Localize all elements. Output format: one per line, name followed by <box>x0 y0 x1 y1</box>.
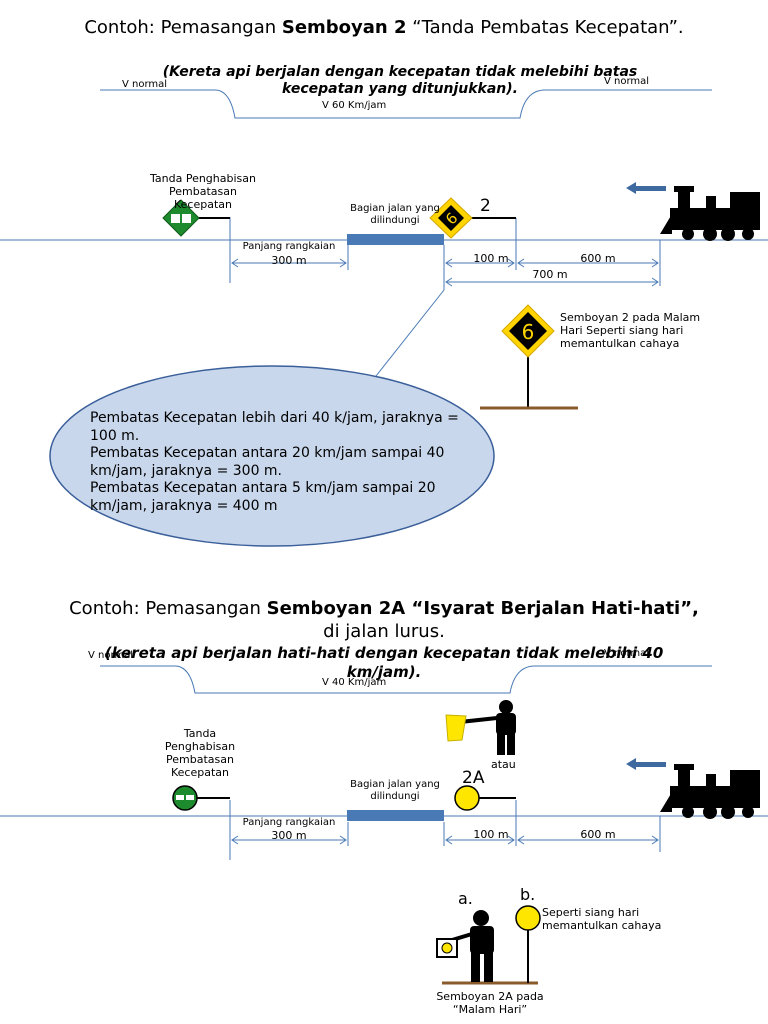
green-disc-sign-icon <box>172 785 230 811</box>
train-length-label: Panjang rangkaian <box>242 241 336 252</box>
end-sign-label: Tanda Penghabisan Pembatasan Kecepatan <box>150 172 256 211</box>
v-normal-left-label-2: V normal <box>88 650 134 661</box>
dist-700: 700 m <box>532 268 568 281</box>
protected-label-2: Bagian jalan yang dilindungi <box>350 779 440 802</box>
ellipse-line-1: Pembatas Kecepatan lebih dari 40 k/jam, … <box>90 410 459 444</box>
night-sign-digit: 6 <box>522 320 535 344</box>
ellipse-text: Pembatas Kecepatan lebih dari 40 k/jam, … <box>90 410 480 515</box>
v-normal-left-label: V normal <box>122 79 168 90</box>
sign-number-2: 2A <box>462 768 485 788</box>
speed-profile-1 <box>100 89 712 119</box>
green-sign-icon <box>162 199 230 237</box>
protected-block-1 <box>347 234 444 245</box>
flag-person-icon <box>445 700 516 755</box>
left-arrow-icon <box>626 182 666 194</box>
night-note: Semboyan 2 pada Malam Hari Seperti siang… <box>560 311 701 350</box>
dist-600: 600 m <box>580 252 616 265</box>
dist-300: 300 m <box>271 254 307 267</box>
left-arrow-icon-2 <box>626 758 666 770</box>
label-b: b. <box>520 885 536 904</box>
v-limit-label: V 60 Km/jam <box>322 100 387 111</box>
ellipse-line-3: Pembatas Kecepatan antara 5 km/jam sampa… <box>90 480 436 514</box>
lamp-person-icon <box>436 910 538 985</box>
train-icon <box>660 186 760 241</box>
protected-block-2 <box>347 810 444 821</box>
dist2-100: 100 m <box>473 828 509 841</box>
label-a: a. <box>458 889 473 908</box>
speed-profile-2 <box>100 665 712 694</box>
night-caption-2: Semboyan 2A pada “Malam Hari” <box>436 990 544 1016</box>
atau-label: atau <box>491 758 516 771</box>
yellow-disc-icon <box>454 785 516 811</box>
section2-subtitle: (kereta api berjalan hati-hati dengan ke… <box>104 644 664 681</box>
end-sign-label-2: Tanda Penghabisan Pembatasan Kecepatan <box>164 727 236 779</box>
v-limit-label-2: V 40 Km/jam <box>322 677 387 688</box>
dist2-600: 600 m <box>580 828 616 841</box>
section1-title: Contoh: Pemasangan Semboyan 2 “Tanda Pem… <box>84 17 684 38</box>
night-diamond-sign-icon: 6 <box>480 304 578 410</box>
v-normal-right-label: V normal <box>604 76 650 87</box>
section1-subtitle: (Kereta api berjalan dengan kecepatan ti… <box>162 64 638 97</box>
section2-title: Contoh: Pemasangan Semboyan 2A “Isyarat … <box>69 598 699 642</box>
v-normal-right-label-2: V normal <box>604 648 650 659</box>
night-yellow-disc-icon <box>515 905 541 983</box>
train-icon-2 <box>660 764 760 819</box>
info-ellipse <box>49 365 495 547</box>
dist2-300: 300 m <box>271 829 307 842</box>
ellipse-line-2: Pembatas Kecepatan antara 20 km/jam samp… <box>90 445 445 479</box>
diamond-sign-icon: 6 <box>429 197 516 239</box>
protected-label: Bagian jalan yang dilindungi <box>350 203 440 226</box>
sign-number: 2 <box>480 196 491 216</box>
night-note-2: Seperti siang hari memantulkan cahaya <box>542 906 662 932</box>
train-length-label-2: Panjang rangkaian <box>242 817 336 828</box>
dist-100: 100 m <box>473 252 509 265</box>
